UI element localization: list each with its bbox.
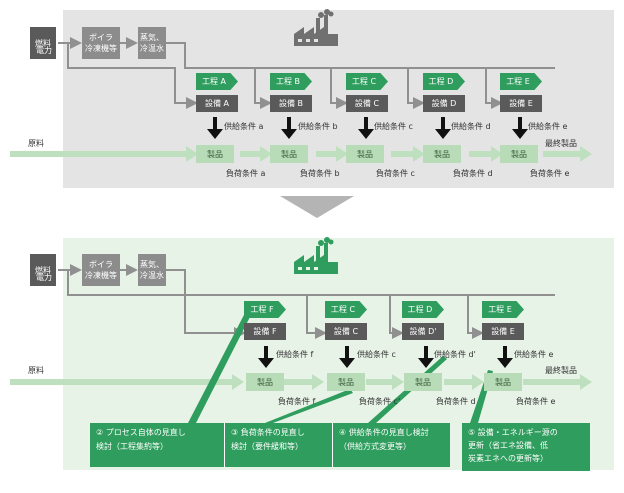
top-boiler-box: ボイラ 冷凍機等 bbox=[82, 27, 120, 59]
top-fuel-power-box: 燃料 bbox=[30, 27, 56, 59]
top-product-box: 製品 bbox=[423, 145, 461, 163]
top-supply-condition: 供給条件 e bbox=[528, 122, 568, 131]
bottom-steam-box: 蒸気、 冷温水 bbox=[138, 254, 166, 286]
top-equipment-box: 設備 D bbox=[423, 95, 465, 112]
bottom-equipment-box: 設備 F bbox=[244, 323, 286, 340]
top-fuel-label: 燃料 bbox=[35, 38, 51, 48]
callout-equipment-update: ⑤ 設備・エネルギー源の 更新（省エネ設備、低 炭素エネへの更新等） bbox=[462, 423, 590, 471]
top-supply-condition: 供給条件 c bbox=[374, 122, 413, 131]
top-final-label: 最終製品 bbox=[545, 139, 577, 148]
top-supply-condition: 供給条件 a bbox=[224, 122, 264, 131]
top-equipment-box: 設備 A bbox=[196, 95, 238, 112]
top-process-tab: 工程 E bbox=[500, 73, 542, 90]
bottom-load-condition: 負荷条件 d bbox=[436, 397, 476, 406]
bottom-fuel-label: 燃料 bbox=[35, 265, 51, 275]
bottom-process-tab: 工程 C bbox=[325, 301, 367, 318]
top-raw-label: 原料 bbox=[28, 139, 44, 148]
bottom-product-box: 製品 bbox=[327, 373, 365, 391]
top-power-label: 電力 bbox=[36, 46, 52, 55]
bottom-product-box: 製品 bbox=[246, 373, 284, 391]
bottom-fuel-power-box: 燃料 bbox=[30, 254, 56, 286]
top-process-tab: 工程 B bbox=[270, 73, 312, 90]
top-product-box: 製品 bbox=[196, 145, 234, 163]
top-supply-condition: 供給条件 b bbox=[298, 122, 338, 131]
top-product-box: 製品 bbox=[270, 145, 308, 163]
bottom-raw-label: 原料 bbox=[28, 366, 44, 375]
bottom-process-tab: 工程 E bbox=[482, 301, 524, 318]
bottom-power-label: 電力 bbox=[36, 273, 52, 282]
bottom-boiler-box: ボイラ 冷凍機等 bbox=[82, 254, 120, 286]
top-load-condition: 負荷条件 a bbox=[226, 169, 266, 178]
bottom-load-condition: 負荷条件 e bbox=[516, 397, 556, 406]
bottom-equipment-box: 設備 E bbox=[482, 323, 524, 340]
top-load-condition: 負荷条件 e bbox=[530, 169, 570, 178]
bottom-supply-condition: 供給条件 e bbox=[514, 350, 554, 359]
top-load-condition: 負荷条件 d bbox=[453, 169, 493, 178]
top-load-condition: 負荷条件 b bbox=[300, 169, 340, 178]
bottom-final-label: 最終製品 bbox=[545, 366, 577, 375]
bottom-process-tab: 工程 D bbox=[402, 301, 444, 318]
callout-supply-review: ④ 供給条件の見直し検討 （供給方式変更等） bbox=[332, 423, 450, 467]
transition-arrow-icon bbox=[280, 196, 354, 218]
top-product-box: 製品 bbox=[346, 145, 384, 163]
bottom-equipment-box: 設備 C bbox=[325, 323, 367, 340]
top-process-tab: 工程 C bbox=[346, 73, 388, 90]
top-supply-condition: 供給条件 d bbox=[451, 122, 491, 131]
bottom-product-box: 製品 bbox=[404, 373, 442, 391]
top-steam-box: 蒸気、 冷温水 bbox=[138, 27, 166, 59]
bottom-supply-condition: 供給条件 f bbox=[276, 350, 314, 359]
bottom-load-condition: 負荷条件 c' bbox=[359, 397, 401, 406]
bottom-supply-condition: 供給条件 d' bbox=[434, 350, 476, 359]
bottom-equipment-box: 設備 D' bbox=[402, 323, 444, 340]
top-process-tab: 工程 A bbox=[196, 73, 238, 90]
top-load-condition: 負荷条件 c bbox=[376, 169, 415, 178]
top-equipment-box: 設備 E bbox=[500, 95, 542, 112]
callout-load-review: ③ 負荷条件の見直し 検討（要件緩和等） bbox=[224, 423, 332, 467]
bottom-load-condition: 負荷条件 f bbox=[278, 397, 316, 406]
callout-process-review: ② プロセス自体の見直し 検討（工程集約等） bbox=[90, 423, 224, 467]
top-product-box: 製品 bbox=[500, 145, 538, 163]
bottom-product-box: 製品 bbox=[484, 373, 522, 391]
top-equipment-box: 設備 B bbox=[270, 95, 312, 112]
top-equipment-box: 設備 C bbox=[346, 95, 388, 112]
bottom-process-tab: 工程 F bbox=[244, 301, 286, 318]
top-process-tab: 工程 D bbox=[423, 73, 465, 90]
bottom-supply-condition: 供給条件 c bbox=[357, 350, 396, 359]
